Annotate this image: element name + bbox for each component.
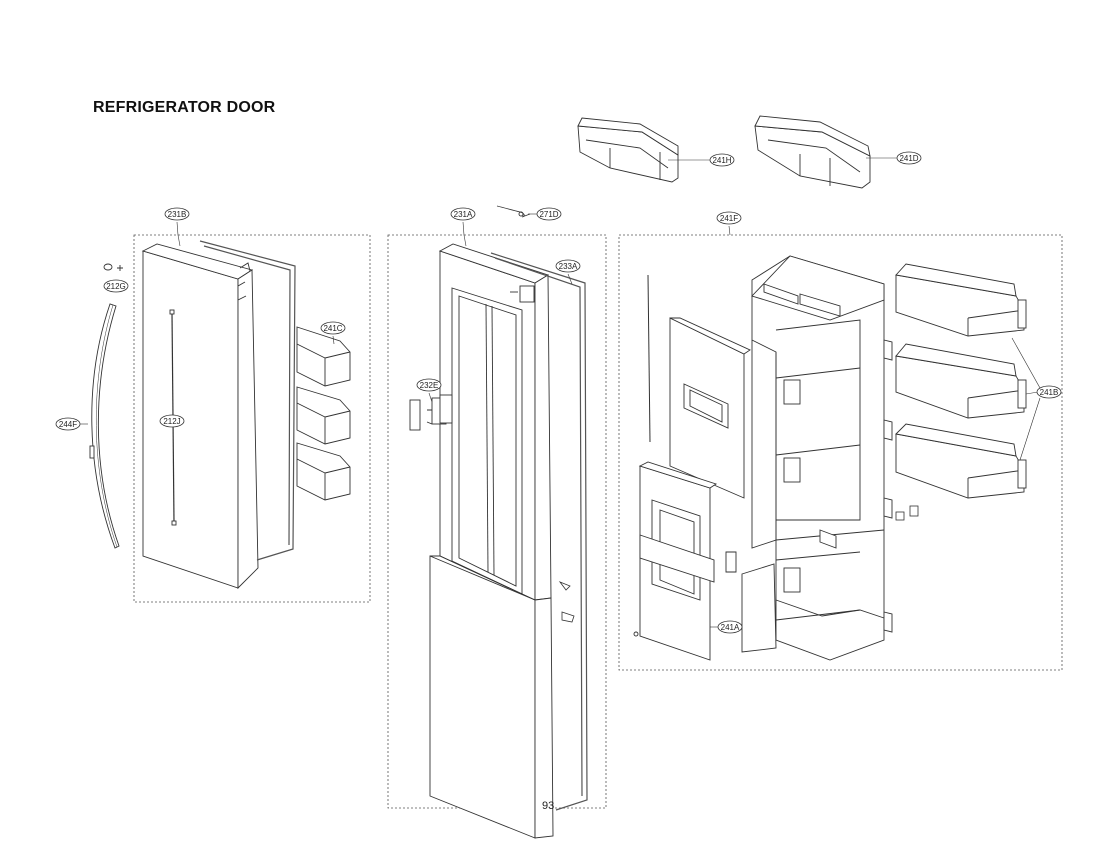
callout-231B: 231B — [164, 207, 190, 221]
door-handle-244F — [89, 303, 120, 549]
door-bin-241B-top — [895, 263, 1027, 337]
svg-text:241D: 241D — [899, 154, 918, 163]
svg-text:241A: 241A — [721, 623, 740, 632]
rod-thin — [647, 274, 651, 443]
page-number: 93 — [542, 800, 555, 812]
cap-212G — [103, 263, 123, 271]
svg-text:231B: 231B — [168, 210, 187, 219]
door-panel-231A — [429, 243, 554, 839]
callout-241B: 241B — [1036, 385, 1062, 399]
door-basket-241D — [754, 115, 871, 189]
dispenser-cover-panel — [669, 317, 751, 499]
door-panel-231B — [141, 243, 259, 590]
dispenser-part-232E — [409, 394, 453, 431]
door-bin-241B-bottom — [895, 423, 1027, 499]
svg-text:271D: 271D — [539, 210, 558, 219]
callout-244F: 244F — [55, 417, 81, 431]
door-clip-small — [895, 505, 919, 521]
door-bracket-small — [558, 581, 575, 623]
svg-text:241C: 241C — [323, 324, 342, 333]
svg-text:241H: 241H — [712, 156, 731, 165]
callout-271D: 271D — [536, 207, 562, 221]
door-bin-241C-middle — [296, 386, 351, 445]
callout-231A: 231A — [450, 207, 476, 221]
door-bin-241B-middle — [895, 343, 1027, 419]
door-gasket-233A — [490, 252, 588, 811]
svg-text:232E: 232E — [420, 381, 439, 390]
callout-241A: 241A — [717, 620, 743, 634]
svg-text:212G: 212G — [106, 282, 126, 291]
svg-text:212J: 212J — [163, 417, 180, 426]
page-title: REFRIGERATOR DOOR — [93, 99, 276, 116]
callout-241D: 241D — [896, 151, 922, 165]
door-liner-241F — [751, 255, 893, 661]
callout-241C: 241C — [320, 321, 346, 335]
door-bin-241C-bottom — [296, 442, 351, 501]
svg-text:241F: 241F — [720, 214, 738, 223]
dispenser-housing-241A — [633, 461, 777, 661]
callout-241H: 241H — [709, 153, 735, 167]
leader-lines — [80, 157, 1041, 628]
callout-212J: 212J — [159, 414, 185, 428]
svg-text:233A: 233A — [559, 262, 578, 271]
callout-233A: 233A — [555, 259, 581, 273]
wire-harness-271D — [496, 205, 531, 218]
callout-212G: 212G — [103, 279, 129, 293]
group-box-inner-door — [618, 234, 1063, 671]
svg-text:231A: 231A — [454, 210, 473, 219]
group-box-left-door — [133, 234, 371, 603]
callout-241F: 241F — [716, 211, 742, 225]
svg-text:244F: 244F — [59, 420, 77, 429]
door-gasket-left — [199, 240, 296, 561]
door-basket-241H — [577, 117, 679, 183]
door-bin-241C-top — [296, 326, 351, 387]
callout-232E: 232E — [416, 378, 442, 392]
svg-text:241B: 241B — [1040, 388, 1059, 397]
